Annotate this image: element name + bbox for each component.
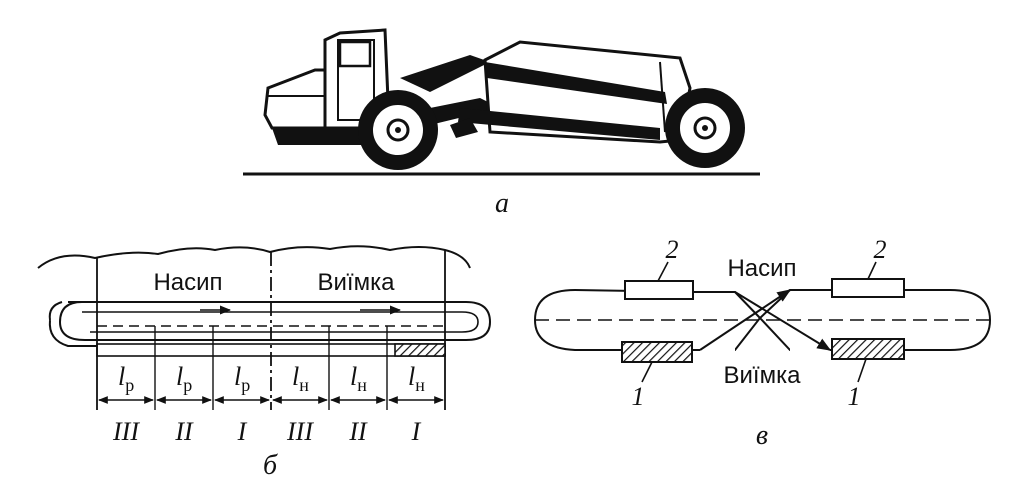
- panel-b-shuttle-scheme: Насип Виїмка lр lр lр lн lн: [37, 245, 492, 481]
- rear-wheel: [665, 88, 745, 168]
- marker-label: 2: [666, 235, 679, 264]
- panel-a-caption: а: [495, 188, 509, 219]
- cab-door: [337, 39, 375, 121]
- panel-c-figure-eight-scheme: 2 2 1 1 Насип Виїмка в: [533, 235, 992, 451]
- segment-length-label: lн: [350, 362, 367, 395]
- zone-label: III: [286, 417, 314, 446]
- cut-zone-right: [831, 338, 905, 360]
- cut-zone-left: [621, 341, 693, 363]
- bowl-beam-lower: [458, 108, 660, 140]
- zone-label: II: [348, 417, 368, 446]
- front-wheel: [358, 90, 438, 170]
- terrain-profile: [37, 245, 471, 269]
- zone-label: I: [411, 417, 422, 446]
- panel-b-fill-label: Насип: [153, 269, 222, 296]
- fill-zone-right: [831, 278, 905, 298]
- panel-c-fill-label: Насип: [727, 255, 796, 282]
- cab-window: [338, 40, 372, 68]
- active-cut-hatch: [394, 343, 446, 357]
- panel-c-cut-label: Виїмка: [724, 362, 802, 389]
- zone-label: II: [174, 417, 194, 446]
- marker-label: 1: [632, 382, 645, 411]
- segment-length-label: lн: [408, 362, 425, 395]
- segment-length-label: lр: [234, 362, 250, 395]
- panel-b-cut-label: Виїмка: [318, 269, 396, 296]
- fill-zone-left: [624, 280, 694, 300]
- travel-loop-outer: [58, 301, 492, 341]
- travel-loop-inner: [82, 311, 479, 333]
- bowl-beam-upper: [485, 62, 667, 104]
- hitch-arm-upper: [400, 55, 490, 92]
- segment-length-label: lр: [118, 362, 134, 395]
- tractor-hood: [263, 68, 332, 130]
- zone-label: III: [112, 417, 140, 446]
- panel-c-caption: в: [756, 420, 768, 451]
- panel-b-caption: б: [263, 450, 278, 481]
- zone-label: I: [237, 417, 248, 446]
- segment-length-label: lн: [292, 362, 309, 395]
- panel-a-scraper: а: [243, 28, 760, 219]
- segment-length-label: lр: [176, 362, 192, 395]
- marker-label: 1: [848, 382, 861, 411]
- marker-label: 2: [874, 235, 887, 264]
